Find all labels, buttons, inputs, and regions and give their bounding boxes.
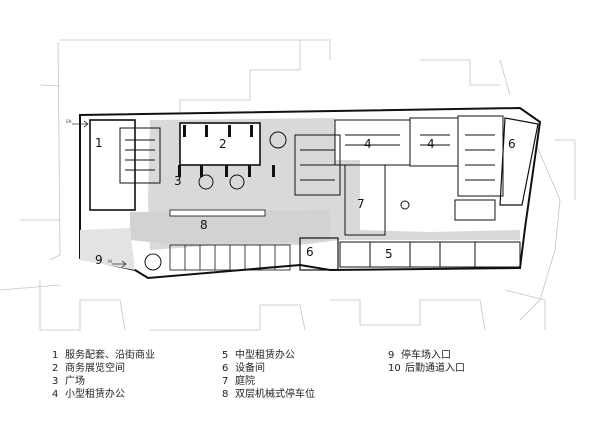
zone-label-4b: 4 <box>427 137 435 151</box>
zone-label-1: 1 <box>95 136 103 150</box>
zone-label-2: 2 <box>219 137 227 151</box>
zone-label-4a: 4 <box>364 137 372 151</box>
zone-label-7: 7 <box>357 197 365 211</box>
entrance-ramp <box>80 228 135 270</box>
zone-label-5: 5 <box>385 247 393 261</box>
round-features <box>144 131 287 271</box>
zone-1-block <box>89 119 136 211</box>
entrance-mark-left: IN <box>108 259 112 264</box>
building <box>79 106 542 280</box>
site-context <box>0 39 576 331</box>
zone-label-3: 3 <box>174 174 182 188</box>
office-grid-5 <box>339 241 521 268</box>
courtyard <box>344 164 496 236</box>
parking-floor <box>130 210 330 244</box>
arrow-icon <box>112 260 127 268</box>
zone-label-9: 9 <box>95 253 103 267</box>
zone-2-block <box>179 122 261 166</box>
columns <box>178 125 275 177</box>
zone-labels: 1 2 3 4 4 5 6 6 7 8 9 <box>95 136 516 267</box>
equipment-rooms <box>299 117 539 271</box>
entrance-mark-top: EN <box>66 119 72 124</box>
office-grid-4 <box>334 115 504 197</box>
arrow-icon <box>72 120 89 128</box>
zone-label-6b: 6 <box>306 245 314 259</box>
zone-label-6a: 6 <box>508 137 516 151</box>
zone-label-8: 8 <box>200 218 208 232</box>
parking-bays <box>169 209 291 271</box>
entrance-marks: EN IN <box>66 119 127 268</box>
